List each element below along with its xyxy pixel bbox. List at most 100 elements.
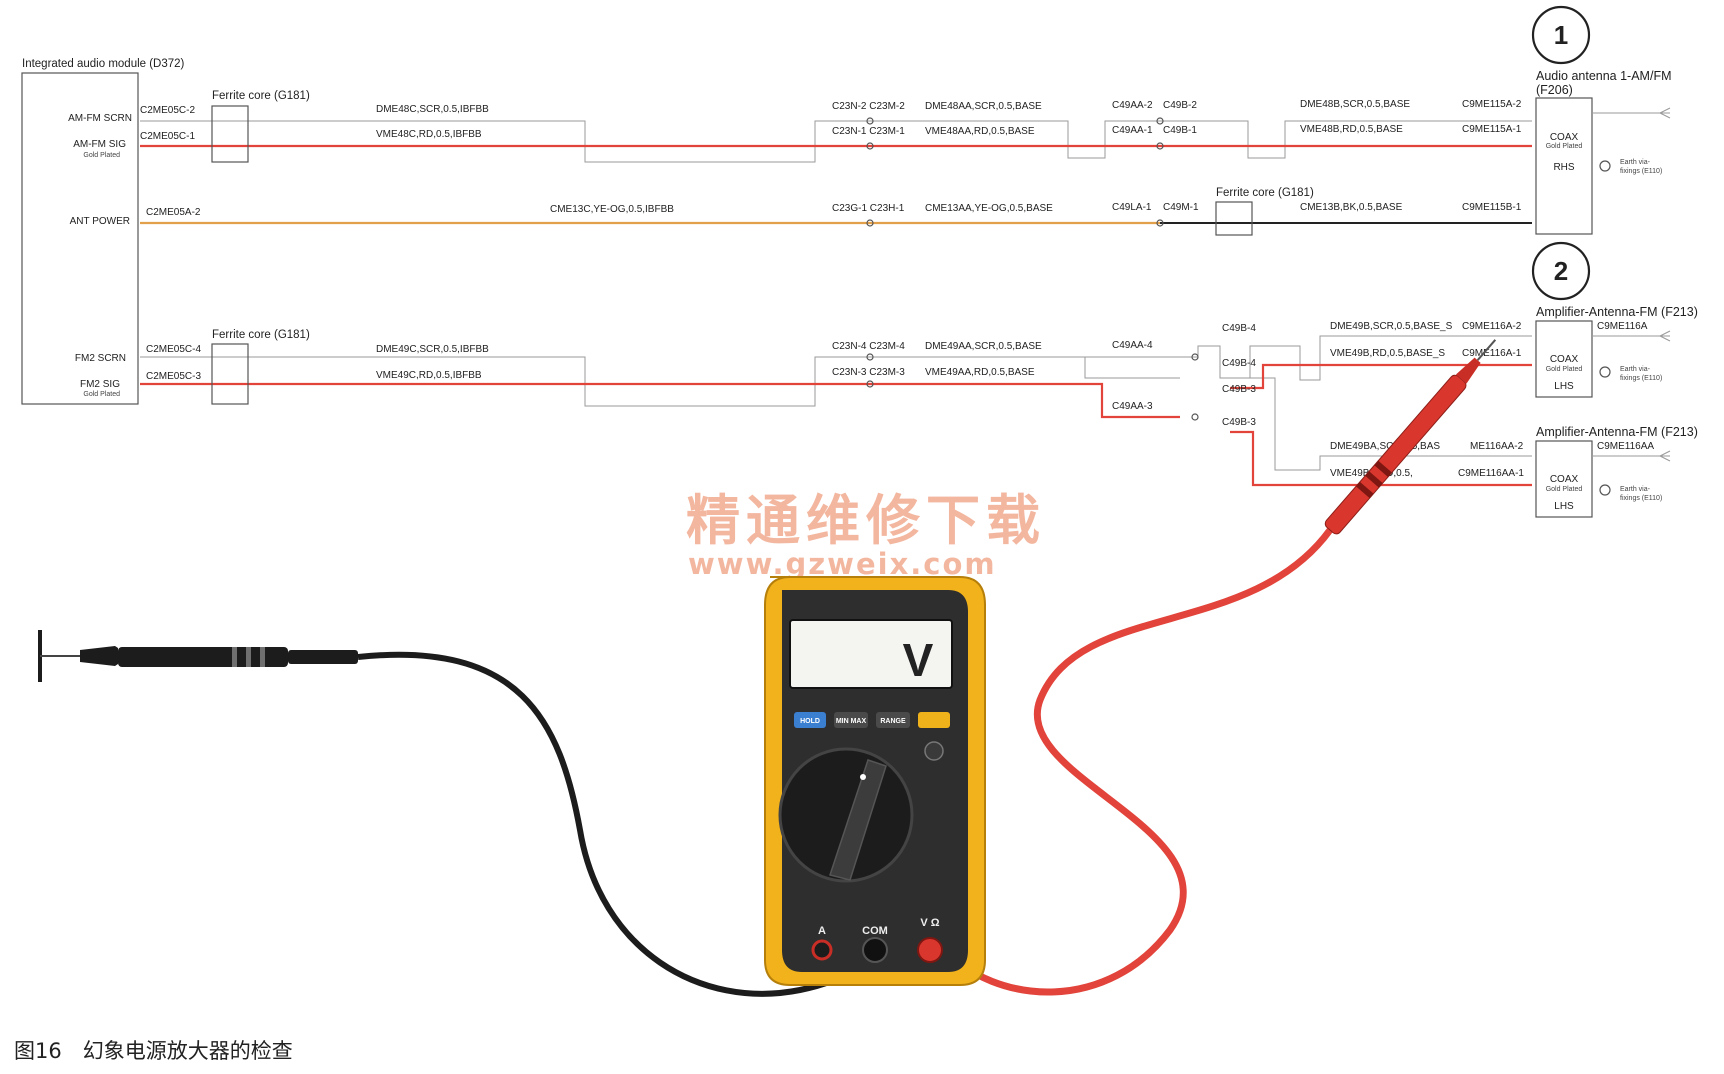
row2-end2-scrn: ME116AA-2	[1470, 441, 1524, 452]
marker-1	[1531, 5, 1591, 65]
row1-wire2-scrn-label: DME48AA,SCR,0.5,BASE	[925, 101, 1042, 112]
meter-minmax-button[interactable]	[834, 712, 868, 728]
row1-c49-scrn-a: C49AA-2	[1112, 100, 1153, 111]
ferrite-core-c	[1215, 201, 1253, 236]
meter-range-button[interactable]	[876, 712, 910, 728]
pin-fm2-sig-gold: Gold Plated	[83, 391, 120, 398]
pin-am-fm-scrn: AM-FM SCRN	[68, 113, 132, 124]
row2-end-sig: C9ME116A-1	[1462, 348, 1522, 359]
figure-caption: 图16 幻象电源放大器的检查	[14, 1039, 293, 1063]
row2-sig-wire	[140, 363, 1532, 487]
antenna1-title: Audio antenna 1-AM/FM	[1536, 69, 1672, 83]
pin-fm2-sig: FM2 SIG	[80, 379, 120, 390]
watermark-url: www.gzweix.com	[688, 547, 997, 581]
antenna1-earth-symbol	[1599, 160, 1611, 172]
power-wire3-label: CME13B,BK,0.5,BASE	[1300, 202, 1403, 213]
row1-end-scrn: C9ME115A-2	[1462, 99, 1522, 110]
row2-conn-sig: C2ME05C-3	[146, 371, 201, 382]
multimeter: V HOLD MIN MAX RANGE A COM V Ω	[764, 576, 986, 986]
meter-jack-v-label: V Ω	[920, 917, 939, 929]
row2-wire3-sig-label: VME49B,RD,0.5,BASE_S	[1330, 348, 1445, 359]
power-c49-a: C49LA-1	[1112, 202, 1152, 213]
meter-backlight-button[interactable]	[924, 741, 944, 761]
row1-c49-sig-a: C49AA-1	[1112, 125, 1153, 136]
row2-c23-sig: C23N-3 C23M-3	[832, 367, 905, 378]
marker-1-label: 1	[1554, 20, 1568, 50]
meter-dial-indicator	[860, 774, 866, 780]
meter-jack-a[interactable]	[811, 939, 833, 961]
antenna3-coax: COAX	[1550, 474, 1579, 485]
row1-wire-scrn-label: DME48C,SCR,0.5,IBFBB	[376, 104, 489, 115]
red-probe	[1324, 339, 1497, 535]
row1-c49-sig-pin	[1156, 142, 1164, 150]
power-wire2-label: CME13AA,YE-OG,0.5,BASE	[925, 203, 1053, 214]
antenna2-side: LHS	[1554, 381, 1574, 392]
antenna3-earth1: Earth via-	[1620, 486, 1651, 493]
row2-conn-scrn: C2ME05C-4	[146, 344, 201, 355]
antenna1-lead	[1592, 107, 1671, 119]
row1-conn-sig: C2ME05C-1	[140, 131, 195, 142]
antenna1-side: RHS	[1553, 162, 1574, 173]
row2-wire4-scrn-label: DME49BA,SCR,0.5,BAS	[1330, 441, 1440, 452]
antenna3-lead	[1592, 450, 1671, 462]
row2-c49aa-3: C49AA-3	[1112, 401, 1153, 412]
meter-jack-com-label: COM	[862, 925, 888, 937]
red-lead-cable	[935, 527, 1333, 996]
row1-c23-scrn: C23N-2 C23M-2	[832, 101, 905, 112]
row1-c49-sig-b: C49B-1	[1163, 125, 1197, 136]
antenna1-gold: Gold Plated	[1546, 143, 1583, 150]
ferrite-core-a	[211, 105, 249, 163]
power-conn: C2ME05A-2	[146, 207, 201, 218]
antenna1-earth1: Earth via-	[1620, 159, 1651, 166]
pin-fm2-scrn: FM2 SCRN	[75, 353, 126, 364]
meter-range-label: RANGE	[880, 718, 906, 725]
antenna2-earth1: Earth via-	[1620, 366, 1651, 373]
module-title: Integrated audio module (D372)	[22, 58, 185, 70]
antenna3-earth-symbol	[1599, 484, 1611, 496]
row2-c49-scrn-pin	[1191, 353, 1199, 361]
antenna1-box	[1535, 97, 1593, 235]
row1-wire-sig-label: VME48C,RD,0.5,IBFBB	[376, 129, 482, 140]
power-c49-pin	[1156, 219, 1164, 227]
meter-hold-label: HOLD	[800, 718, 820, 725]
pin-am-fm-sig-gold: Gold Plated	[83, 152, 120, 159]
antenna2-earth-symbol	[1599, 366, 1611, 378]
row1-scrn-wire	[140, 120, 1532, 163]
row2-c23-scrn: C23N-4 C23M-4	[832, 341, 905, 352]
antenna1-earth2: fixings (E110)	[1620, 168, 1662, 175]
row1-c23-sig-pin	[866, 142, 874, 150]
antenna3-title: Amplifier-Antenna-FM (F213)	[1536, 425, 1698, 439]
row2-wire-sig-label: VME49C,RD,0.5,IBFBB	[376, 370, 482, 381]
row2-scrn-wire	[140, 335, 1532, 471]
row1-wire2-sig-label: VME48AA,RD,0.5,BASE	[925, 126, 1035, 137]
black-probe	[38, 630, 358, 682]
power-c23: C23G-1 C23H-1	[832, 203, 905, 214]
meter-dial-knob	[829, 759, 887, 881]
antenna2-earth2: fixings (E110)	[1620, 375, 1662, 382]
row1-end-sig: C9ME115A-1	[1462, 124, 1522, 135]
antenna3-earth2: fixings (E110)	[1620, 495, 1662, 502]
row2-end2-sig: C9ME116AA-1	[1458, 468, 1524, 479]
meter-jack-com[interactable]	[862, 937, 888, 963]
row1-c23-sig: C23N-1 C23M-1	[832, 126, 905, 137]
module-box	[21, 72, 139, 405]
row2-c49b-3a: C49B-3	[1222, 384, 1256, 395]
antenna3-box	[1535, 440, 1593, 518]
antenna2-conn: C9ME116A	[1597, 321, 1648, 332]
power-wire1-label: CME13C,YE-OG,0.5,IBFBB	[550, 204, 674, 215]
row2-c23-scrn-pin	[866, 353, 874, 361]
power-c23-pin	[866, 219, 874, 227]
antenna2-title: Amplifier-Antenna-FM (F213)	[1536, 305, 1698, 319]
row2-c49b-4b: C49B-4	[1222, 358, 1256, 369]
meter-jack-v[interactable]	[917, 937, 943, 963]
meter-lcd	[789, 619, 953, 689]
antenna3-conn: C9ME116AA	[1597, 441, 1654, 452]
meter-hold-button[interactable]	[794, 712, 826, 728]
row2-end-scrn: C9ME116A-2	[1462, 321, 1522, 332]
row2-c23-sig-pin	[866, 380, 874, 388]
antenna1-coax: COAX	[1550, 132, 1579, 143]
antenna2-lead	[1592, 330, 1671, 342]
meter-yellow-button[interactable]	[918, 712, 950, 728]
